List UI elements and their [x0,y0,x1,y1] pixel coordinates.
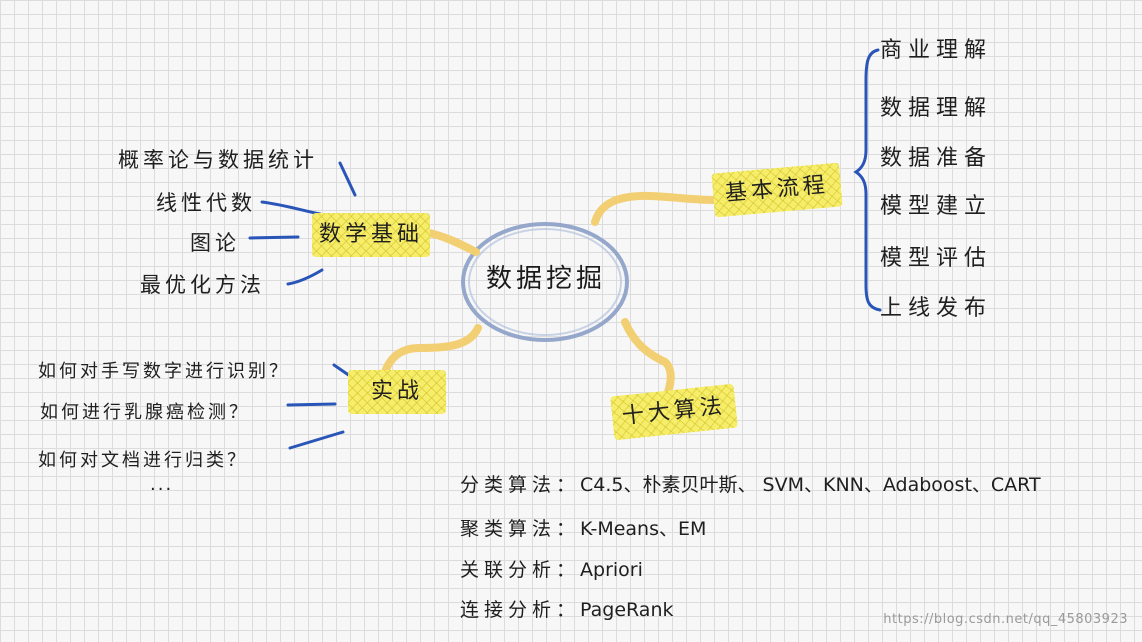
connector-math [421,228,480,256]
algo-row-clustering: 聚类算法：K-Means、EM [460,514,706,541]
practice-item-ellipsis: ... [150,474,174,495]
line-math-item-4 [286,268,324,286]
algo-row-classification: 分类算法：C4.5、朴素贝叶斯、 SVM、KNN、Adaboost、CART [460,470,1041,497]
branch-practice: 实战 [348,370,446,414]
math-item-optimization: 最优化方法 [140,273,265,297]
center-circle [461,222,629,342]
branch-math: 数学基础 [312,213,430,257]
algo-row-association: 关联分析：Apriori [460,555,643,582]
watermark: https://blog.csdn.net/qq_45803923 [883,612,1128,627]
algo-value-link-analysis: PageRank [580,599,674,621]
line-practice-item-2 [286,402,337,407]
math-item-probability: 概率论与数据统计 [118,148,318,172]
center-topic: 数据挖掘 [485,264,606,294]
algo-key-link-analysis: 连接分析： [460,599,581,621]
process-item-deployment: 上线发布 [880,296,993,321]
line-practice-item-3 [288,430,345,450]
process-bracket [853,48,882,312]
algo-value-classification: C4.5、朴素贝叶斯、 SVM、KNN、Adaboost、CART [580,474,1041,496]
process-item-evaluation: 模型评估 [880,246,993,271]
algo-key-classification: 分类算法： [460,474,581,496]
line-math-item-1 [338,161,357,197]
process-item-data-understanding: 数据理解 [880,96,993,121]
math-item-linear-algebra: 线性代数 [156,191,256,215]
practice-item-documents: 如何对文档进行归类？ [38,450,248,471]
math-item-graph-theory: 图论 [190,231,240,255]
practice-item-cancer: 如何进行乳腺癌检测？ [40,402,250,423]
line-math-item-2 [260,200,322,216]
algo-value-clustering: K-Means、EM [580,518,707,540]
connector-algorithms [621,318,675,396]
connector-process [591,191,719,226]
center-circle-inner [468,228,622,336]
algo-key-association: 关联分析： [460,559,581,581]
algo-key-clustering: 聚类算法： [460,518,581,540]
practice-item-digits: 如何对手写数字进行识别？ [38,361,290,382]
line-practice-item-1 [332,363,352,378]
algo-row-link-analysis: 连接分析：PageRank [460,595,674,622]
process-item-business: 商业理解 [880,38,993,63]
process-item-modeling: 模型建立 [880,194,993,219]
process-item-data-prep: 数据准备 [880,146,993,171]
algo-value-association: Apriori [580,559,643,581]
line-math-item-3 [248,235,300,240]
connector-practice [381,324,482,376]
